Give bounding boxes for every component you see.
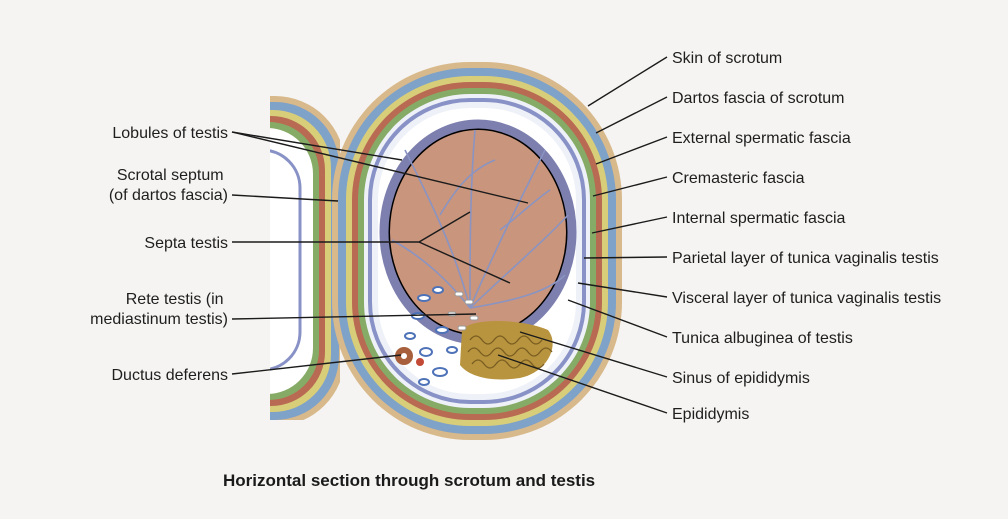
leader-lobules-2	[231, 131, 403, 161]
leader-external	[595, 136, 668, 165]
label-septa-testis: Septa testis	[144, 235, 228, 252]
vessel	[417, 294, 431, 302]
septum-line	[391, 239, 471, 309]
vessel	[432, 286, 444, 294]
leader-visceral	[577, 282, 668, 298]
label-parietal-layer: Parietal layer of tunica vaginalis testi…	[672, 250, 939, 267]
septum-line	[404, 149, 471, 309]
ductus-lumen	[401, 353, 407, 359]
leader-dartos	[595, 96, 668, 134]
vessel	[418, 378, 430, 386]
septum-line	[439, 159, 496, 216]
coil	[471, 359, 545, 369]
vessel	[404, 332, 416, 340]
vessel	[432, 367, 448, 377]
vessel	[419, 347, 433, 357]
leader-septa-2	[418, 241, 511, 284]
right-compartment	[332, 62, 622, 440]
left-tunica-vaginalis	[270, 149, 302, 371]
coil	[469, 335, 543, 345]
leader-rete	[231, 313, 477, 320]
vessel	[435, 326, 449, 334]
leader-albuginea	[567, 299, 668, 338]
leader-sinus	[519, 331, 668, 378]
label-scrotal-septum: Scrotal septum (of dartos fascia)	[109, 167, 228, 204]
label-epididymis: Epididymis	[672, 406, 749, 423]
vessel	[411, 312, 425, 320]
vessel-red	[416, 358, 424, 366]
septum-line	[469, 129, 476, 309]
leader-lines	[231, 56, 668, 414]
leader-ductus	[231, 354, 402, 375]
leader-epididymis	[497, 354, 668, 414]
label-lobules-of-testis: Lobules of testis	[112, 125, 228, 142]
parietal-layer	[368, 98, 586, 404]
vessel	[446, 346, 458, 354]
label-ductus-deferens: Ductus deferens	[111, 367, 228, 384]
rete-vessels	[404, 286, 458, 386]
tubule	[469, 315, 479, 321]
septa-lines	[391, 129, 569, 309]
label-cremasteric-fascia: Cremasteric fascia	[672, 170, 805, 187]
label-rete-testis: Rete testis (in mediastinum testis)	[90, 291, 228, 328]
label-sinus-of-epididymis: Sinus of epididymis	[672, 370, 810, 387]
left-inner-cavity	[270, 163, 290, 357]
coil	[467, 347, 553, 357]
label-dartos-fascia: Dartos fascia of scrotum	[672, 90, 845, 107]
leader-parietal	[583, 256, 668, 259]
label-skin-of-scrotum: Skin of scrotum	[672, 50, 782, 67]
label-tunica-albuginea: Tunica albuginea of testis	[672, 330, 853, 347]
septum-line	[469, 214, 569, 309]
septum-line	[469, 274, 566, 309]
leader-skin	[587, 56, 668, 107]
leader-cremasteric	[592, 176, 668, 197]
tubule	[464, 299, 474, 305]
leader-lobules-1	[231, 131, 529, 204]
label-visceral-layer: Visceral layer of tunica vaginalis testi…	[672, 290, 941, 307]
septum-line	[469, 149, 546, 309]
tubule	[454, 291, 464, 297]
label-internal-spermatic-fascia: Internal spermatic fascia	[672, 210, 846, 227]
tubule	[457, 325, 467, 331]
septum-line	[499, 189, 551, 231]
epididymis-coils	[467, 335, 553, 369]
leader-septum	[231, 194, 339, 202]
leader-internal	[591, 216, 668, 234]
figure-caption: Horizontal section through scrotum and t…	[223, 471, 595, 490]
label-external-spermatic-fascia: External spermatic fascia	[672, 130, 851, 147]
left-compartment	[270, 96, 340, 420]
